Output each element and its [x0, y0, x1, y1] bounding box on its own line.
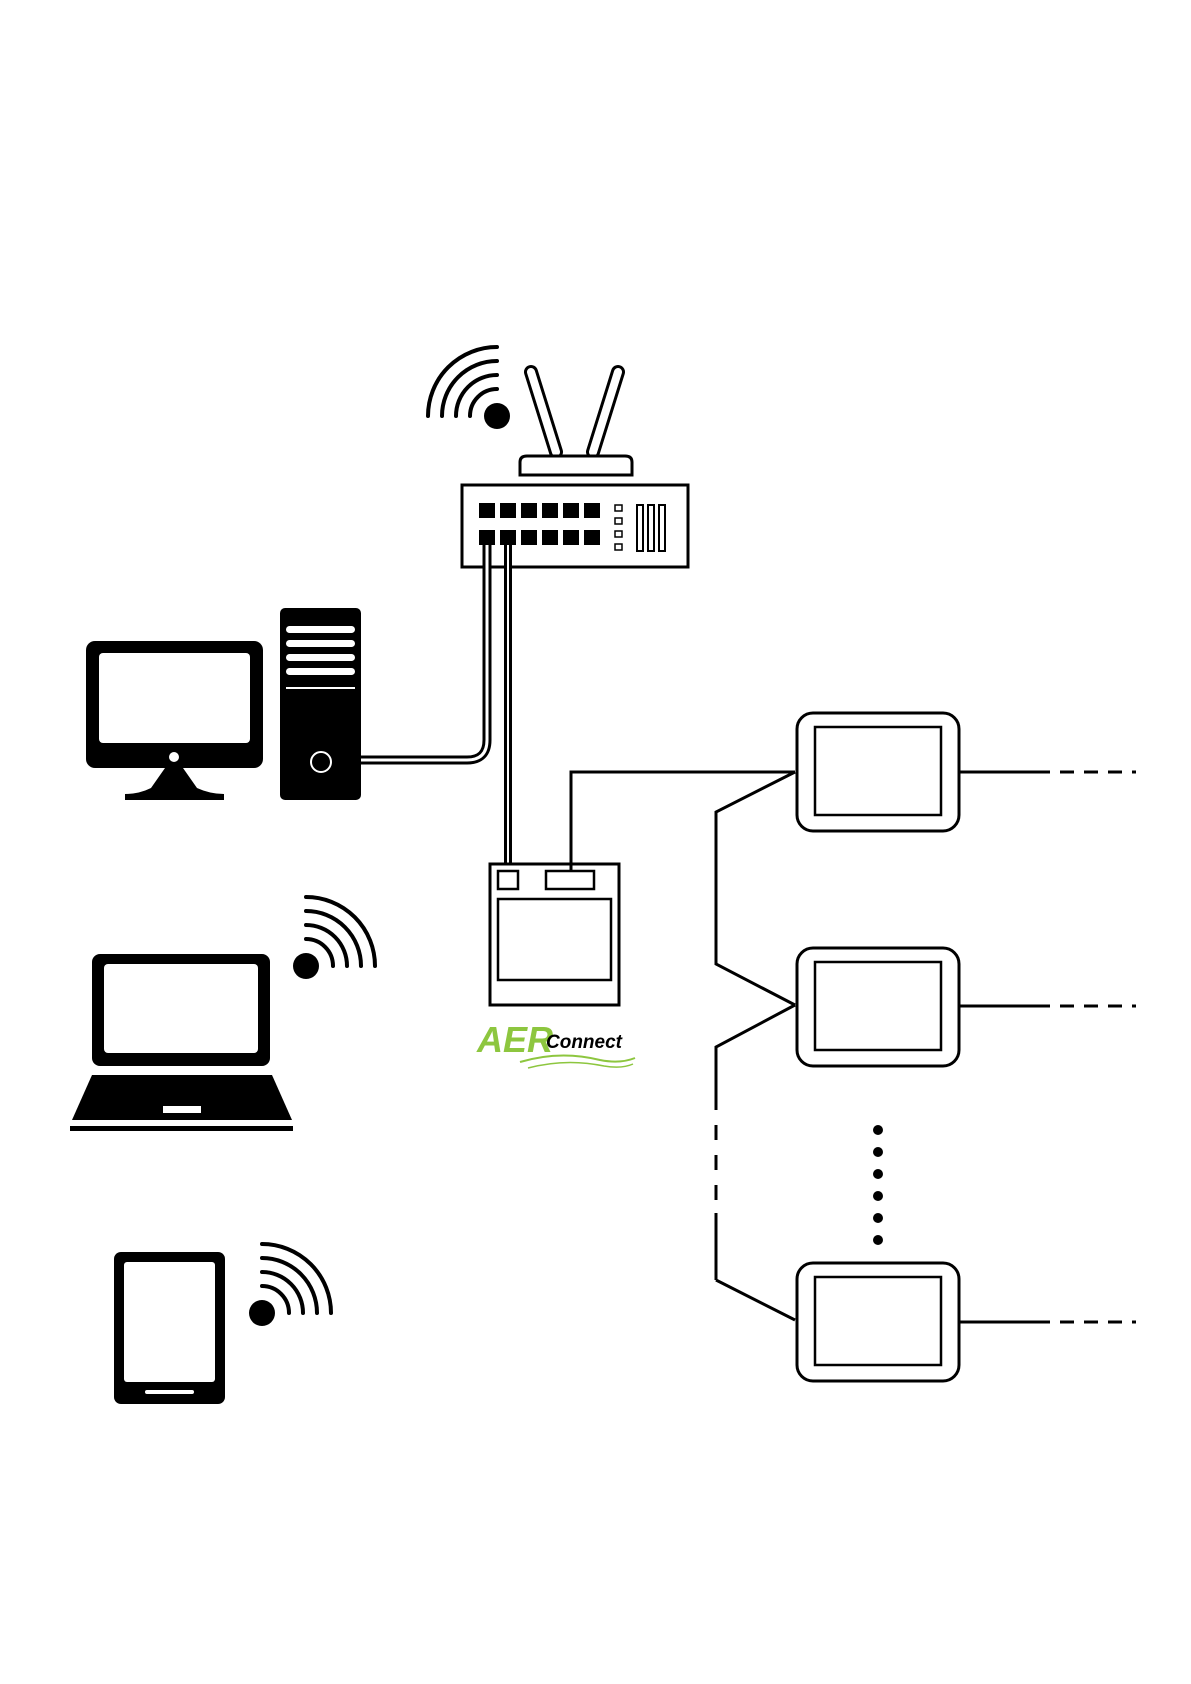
- logo-aer-text: AER: [476, 1019, 553, 1060]
- controller-icon: [797, 948, 959, 1066]
- controller-icon: [797, 1263, 959, 1381]
- gateway-icon: [490, 864, 619, 1005]
- tablet-icon: [114, 1252, 225, 1404]
- laptop-icon: [70, 954, 293, 1131]
- logo-connect-text: Connect: [546, 1032, 623, 1053]
- controller-icon: [797, 713, 959, 831]
